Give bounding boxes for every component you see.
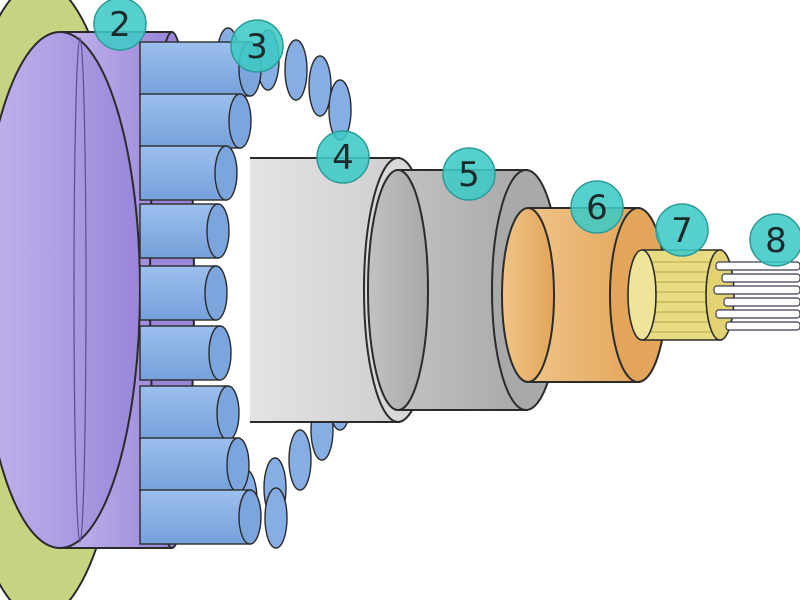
strength-rod-end bbox=[214, 145, 238, 201]
callout-7: 7 bbox=[655, 203, 709, 257]
strength-rod bbox=[139, 93, 241, 149]
strength-rod bbox=[139, 265, 217, 321]
callout-5: 5 bbox=[442, 147, 496, 201]
strength-rod-end bbox=[238, 489, 262, 545]
purple-layer bbox=[0, 31, 195, 549]
strength-rod bbox=[264, 487, 288, 549]
strength-rod-end bbox=[228, 93, 252, 149]
strength-rod bbox=[139, 325, 221, 381]
yellow-tube-layer bbox=[627, 249, 735, 341]
strength-rod bbox=[139, 437, 239, 493]
callout-label: 5 bbox=[458, 155, 480, 195]
callout-2: 2 bbox=[93, 0, 147, 51]
callout-3: 3 bbox=[230, 19, 284, 73]
strength-rod bbox=[139, 145, 227, 201]
strength-rods-layer bbox=[139, 27, 358, 549]
strength-rod-end bbox=[204, 265, 228, 321]
strength-rod bbox=[139, 203, 219, 259]
strength-rod-end bbox=[226, 437, 250, 493]
strength-rod bbox=[308, 55, 332, 117]
callout-label: 8 bbox=[765, 221, 787, 261]
optical-fibers-layer bbox=[713, 261, 800, 331]
strength-rod-end bbox=[206, 203, 230, 259]
callout-label: 6 bbox=[586, 188, 608, 228]
callout-6: 6 bbox=[570, 180, 624, 234]
callout-label: 3 bbox=[246, 27, 268, 67]
strength-rod bbox=[139, 385, 229, 441]
strength-rod-end bbox=[208, 325, 232, 381]
strength-rod bbox=[284, 39, 308, 101]
strength-rod bbox=[139, 489, 251, 545]
callout-label: 2 bbox=[109, 5, 131, 45]
callout-label: 4 bbox=[332, 138, 354, 178]
strength-rod bbox=[288, 429, 312, 491]
callout-4: 4 bbox=[316, 130, 370, 184]
callout-8: 8 bbox=[749, 213, 800, 267]
callout-label: 7 bbox=[671, 211, 693, 251]
strength-rod-end bbox=[216, 385, 240, 441]
